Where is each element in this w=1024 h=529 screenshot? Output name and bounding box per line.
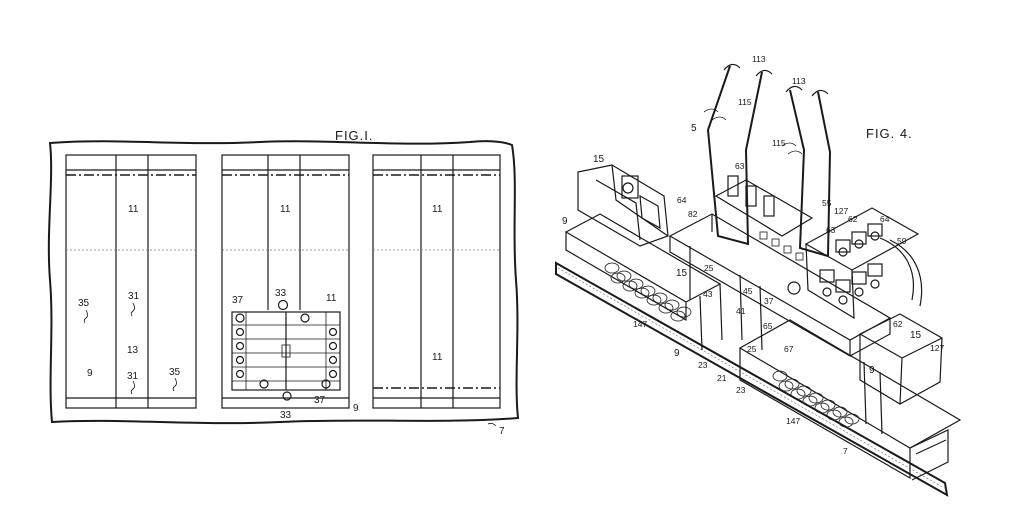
- fig4-label-64b: 64: [880, 214, 890, 224]
- fig4-label-9b: 9: [674, 348, 680, 359]
- fig4-label-25b: 25: [747, 344, 757, 354]
- fig4-label-62a: 62: [848, 214, 858, 224]
- fig4-left-trough: [565, 213, 723, 351]
- fig1-label-11e: 11: [432, 352, 443, 363]
- fig4-title: FIG. 4.: [866, 126, 913, 141]
- fig4-label-45: 45: [743, 286, 753, 296]
- fig4-label-113a: 113: [752, 54, 766, 64]
- fig4-label-5: 5: [691, 123, 697, 134]
- fig4-label-62b: 62: [893, 319, 903, 329]
- fig4-label-15a: 15: [593, 154, 605, 165]
- fig1-middle-cabinet: [221, 154, 350, 409]
- fig4-base-plate: [555, 261, 949, 497]
- fig4-label-147b: 147: [786, 416, 800, 426]
- fig4-label-55: 55: [822, 198, 832, 208]
- fig1-right-cabinet: [372, 154, 501, 409]
- fig1-label-9b: 9: [353, 403, 359, 414]
- fig1-title: FIG.I.: [335, 128, 374, 143]
- fig4-label-127b: 127: [930, 343, 944, 353]
- fig1-label-31b: 31: [127, 371, 139, 382]
- fig1-label-13: 13: [127, 345, 139, 356]
- fig4-label-37: 37: [764, 296, 774, 306]
- fig4-label-59: 59: [897, 236, 907, 246]
- fig4-label-147a: 147: [633, 319, 647, 329]
- fig1-label-11a: 11: [128, 204, 139, 215]
- fig1-label-11c: 11: [432, 204, 443, 215]
- fig4-central-frame: [668, 175, 923, 358]
- fig4-label-7: 7: [843, 446, 848, 456]
- fig4-label-115a: 115: [738, 97, 752, 107]
- fig1-label-7: 7: [499, 426, 505, 437]
- fig1-group: FIG.I.: [47, 128, 520, 437]
- fig1-label-33b: 33: [280, 410, 292, 421]
- fig4-label-15b: 15: [676, 268, 688, 279]
- fig4-label-115b: 115: [772, 138, 786, 148]
- fig1-label-9a: 9: [87, 368, 93, 379]
- fig1-label-31a: 31: [128, 291, 140, 302]
- fig1-label-35a: 35: [78, 298, 90, 309]
- fig1-label-11b: 11: [280, 204, 291, 215]
- fig1-label-37a: 37: [232, 295, 244, 306]
- fig1-base-outline: [47, 140, 520, 425]
- fig4-label-82a: 82: [688, 209, 698, 219]
- fig4-label-113b: 113: [792, 76, 806, 86]
- fig1-label-11d: 11: [326, 293, 337, 304]
- fig4-left-housing: [577, 164, 669, 247]
- fig4-label-43: 43: [703, 289, 713, 299]
- fig4-cable-bundle-left: [604, 262, 692, 322]
- fig1-left-cabinet: [65, 154, 197, 409]
- fig4-right-trough: [738, 313, 962, 481]
- fig4-label-65: 65: [763, 321, 773, 331]
- fig4-label-127a: 127: [834, 206, 848, 216]
- fig4-label-64a: 64: [677, 195, 687, 205]
- fig4-jumper-wire: [703, 63, 832, 258]
- fig4-label-63b: 63: [826, 225, 836, 235]
- fig4-group: FIG. 4.: [555, 54, 962, 497]
- fig4-label-63a: 63: [735, 161, 745, 171]
- fig4-cable-bundle-right: [772, 370, 860, 428]
- fig1-label-37b: 37: [314, 395, 326, 406]
- fig4-label-41: 41: [736, 306, 746, 316]
- fig4-label-23b: 23: [736, 385, 746, 395]
- fig4-label-23a: 23: [698, 360, 708, 370]
- fig4-label-67: 67: [784, 344, 794, 354]
- fig4-label-9a: 9: [562, 216, 568, 227]
- fig4-label-9c: 9: [869, 365, 875, 376]
- fig4-label-25a: 25: [704, 263, 714, 273]
- fig4-label-21: 21: [717, 373, 727, 383]
- fig4-label-15c: 15: [910, 330, 922, 341]
- fig1-label-35b: 35: [169, 367, 181, 378]
- fig1-label-33a: 33: [275, 288, 287, 299]
